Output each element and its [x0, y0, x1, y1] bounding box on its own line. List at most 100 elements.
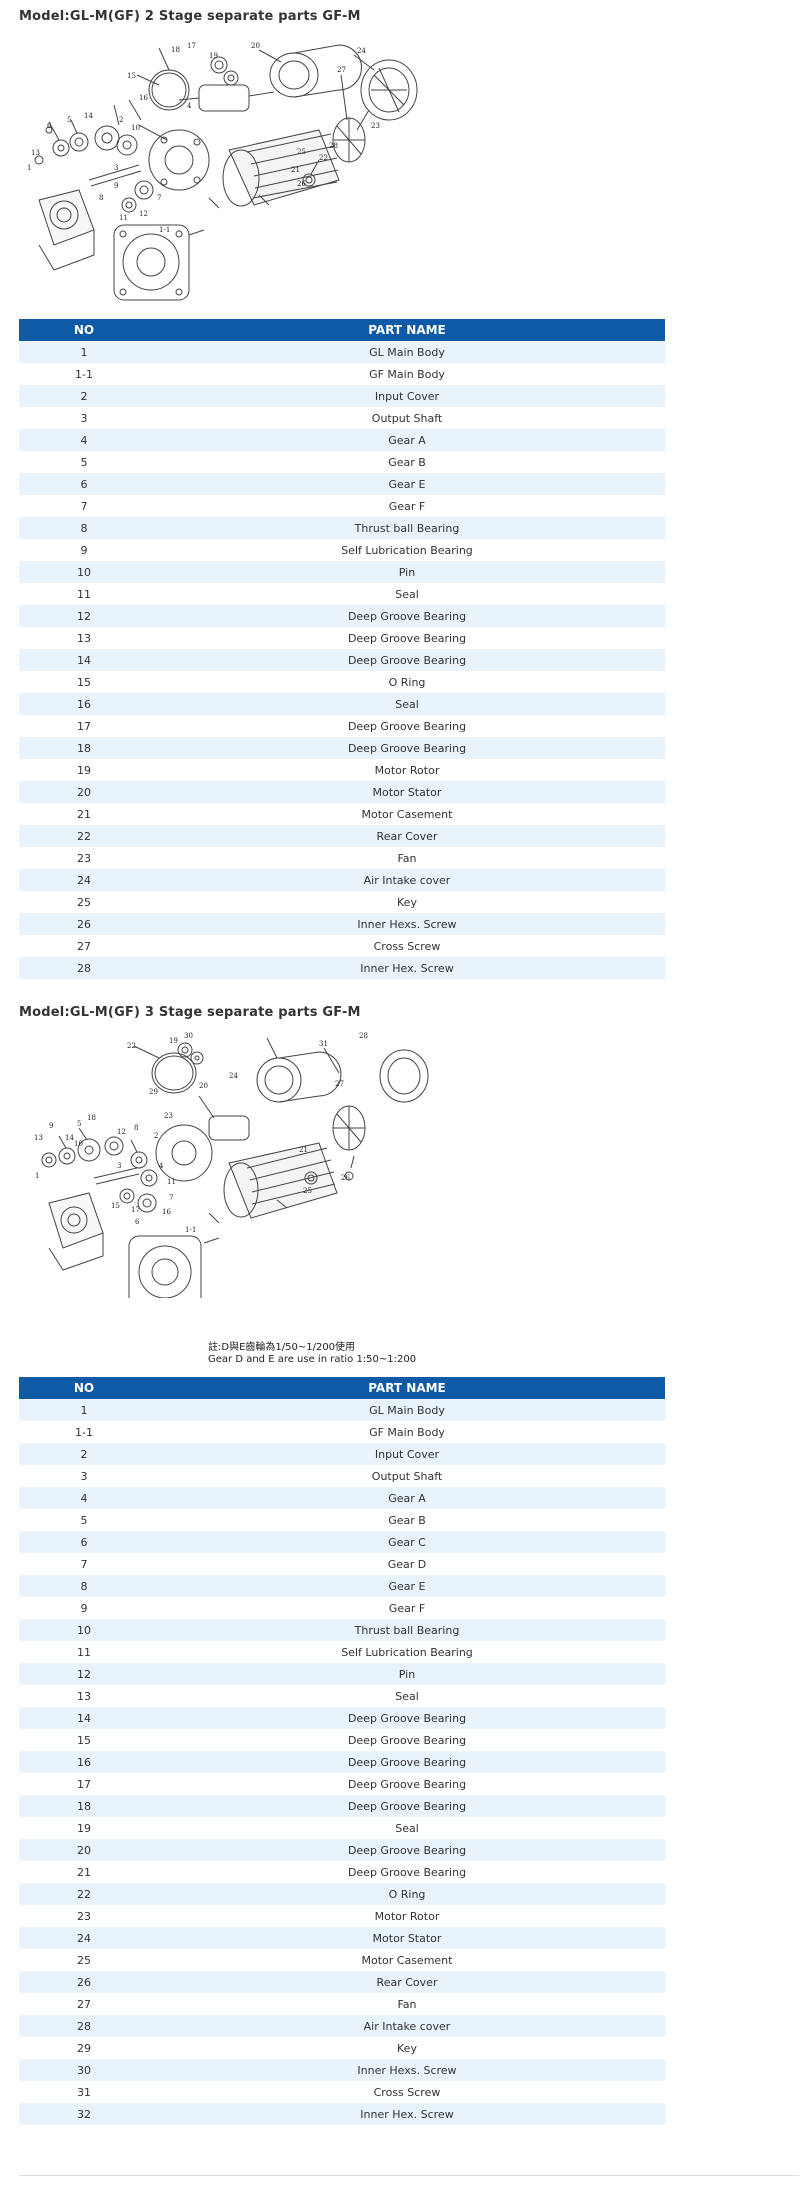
part-name-cell: Motor Casement: [149, 1949, 665, 1971]
part-name-cell: GF Main Body: [149, 363, 665, 385]
diagram-2-label: 11: [167, 1178, 176, 1186]
part-number-cell: 16: [19, 693, 149, 715]
part-name-cell: Gear C: [149, 1531, 665, 1553]
part-number-cell: 21: [19, 1861, 149, 1883]
part-number-cell: 12: [19, 1663, 149, 1685]
part-name-cell: Air Intake cover: [149, 869, 665, 891]
diagram-2-label: 10: [74, 1140, 83, 1148]
section-2-title: Model:GL-M(GF) 3 Stage separate parts GF…: [19, 1005, 361, 1020]
part-number-cell: 28: [19, 957, 149, 979]
diagram-1-label: 1: [27, 164, 31, 172]
part-name-cell: Motor Stator: [149, 1927, 665, 1949]
gear-ratio-note: 註:D與E齒輪為1/50~1/200使用 Gear D and E are us…: [208, 1342, 416, 1366]
part-name-cell: Key: [149, 2037, 665, 2059]
part-name-cell: GL Main Body: [149, 341, 665, 363]
diagram-1-label: 9: [114, 182, 118, 190]
part-number-cell: 1: [19, 341, 149, 363]
part-name-cell: Deep Groove Bearing: [149, 627, 665, 649]
part-number-cell: 1-1: [19, 1421, 149, 1443]
part-number-cell: 10: [19, 1619, 149, 1641]
part-name-cell: Thrust ball Bearing: [149, 1619, 665, 1641]
diagram-2-label: 18: [87, 1114, 96, 1122]
diagram-1-label: 12: [139, 210, 148, 218]
section-2-diagram-svg: 19 30 22 31 28 9 5 18 20 24 27 13 14 12 …: [34, 1032, 429, 1298]
part-name-cell: Air Intake cover: [149, 2015, 665, 2037]
part-name-cell: Deep Groove Bearing: [149, 1707, 665, 1729]
diagram-2-label: 2: [154, 1132, 158, 1140]
diagram-2-label: 3: [117, 1162, 121, 1170]
diagram-2-label: 27: [335, 1080, 344, 1088]
column-header-no: NO: [19, 1377, 149, 1399]
part-number-cell: 22: [19, 1883, 149, 1905]
part-name-cell: Gear E: [149, 473, 665, 495]
part-number-cell: 25: [19, 891, 149, 913]
part-number-cell: 9: [19, 539, 149, 561]
diagram-2-label: 23: [164, 1112, 173, 1120]
part-number-cell: 17: [19, 715, 149, 737]
part-name-cell: Seal: [149, 1817, 665, 1839]
part-name-cell: Gear F: [149, 495, 665, 517]
diagram-1-label: 1-1: [159, 226, 170, 234]
part-name-cell: Inner Hexs. Screw: [149, 2059, 665, 2081]
part-name-cell: Inner Hex. Screw: [149, 957, 665, 979]
part-name-cell: Rear Cover: [149, 1971, 665, 1993]
diagram-1-label: 13: [31, 149, 40, 157]
part-number-cell: 20: [19, 781, 149, 803]
diagram-2-label: 25: [303, 1187, 312, 1195]
diagram-2-label: 21: [299, 1146, 308, 1154]
part-number-cell: 3: [19, 407, 149, 429]
diagram-1-label: 7: [157, 194, 161, 202]
part-name-cell: Self Lubrication Bearing: [149, 1641, 665, 1663]
part-name-cell: Pin: [149, 561, 665, 583]
diagram-1-label: 21: [291, 166, 300, 174]
table-header-row: NO PART NAME: [19, 319, 665, 341]
diagram-2-label: 1-1: [185, 1226, 196, 1234]
part-number-cell: 27: [19, 935, 149, 957]
part-number-cell: 13: [19, 627, 149, 649]
bottom-divider: [19, 2175, 799, 2176]
part-name-cell: Gear B: [149, 451, 665, 473]
part-name-cell: Pin: [149, 1663, 665, 1685]
part-name-cell: Output Shaft: [149, 1465, 665, 1487]
part-name-cell: Motor Casement: [149, 803, 665, 825]
part-number-cell: 19: [19, 759, 149, 781]
part-number-cell: 30: [19, 2059, 149, 2081]
part-name-cell: Inner Hex. Screw: [149, 2103, 665, 2125]
part-name-cell: Deep Groove Bearing: [149, 715, 665, 737]
part-name-cell: Gear E: [149, 1575, 665, 1597]
diagram-2-label: 31: [319, 1040, 328, 1048]
diagram-1-label: 14: [84, 112, 93, 120]
diagram-2-label: 17: [131, 1206, 140, 1214]
part-number-cell: 17: [19, 1773, 149, 1795]
part-name-cell: Input Cover: [149, 1443, 665, 1465]
part-number-cell: 21: [19, 803, 149, 825]
column-header-part-name: PART NAME: [149, 319, 665, 341]
diagram-1-label: 26: [297, 180, 306, 188]
diagram-1-label: 22: [319, 154, 328, 162]
part-number-cell: 28: [19, 2015, 149, 2037]
